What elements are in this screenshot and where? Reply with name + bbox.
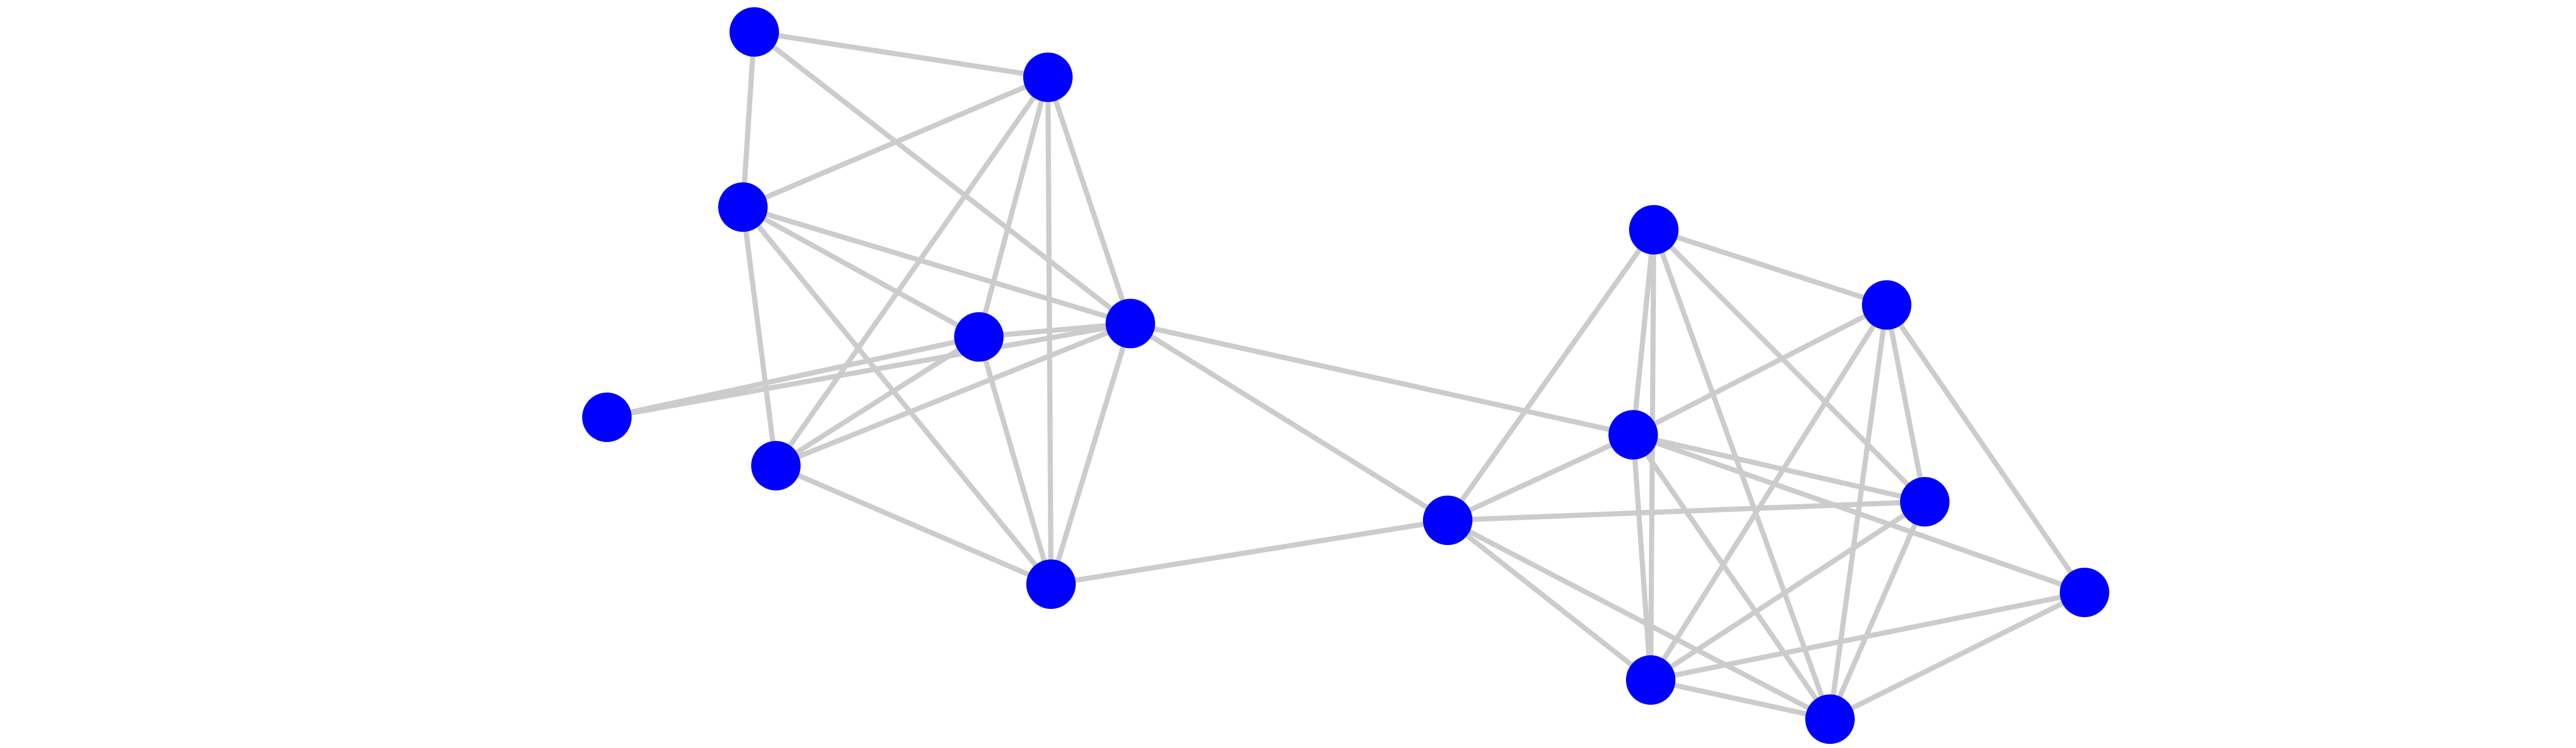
edge-n7-n8 xyxy=(1048,518,1450,587)
edge-n12-n14 xyxy=(1648,499,1927,683)
edge-n9-n12 xyxy=(1651,227,1927,504)
node-n0 xyxy=(730,7,779,57)
edge-n14-n15 xyxy=(1648,677,1833,722)
edge-n11-n14 xyxy=(1631,432,1653,683)
node-n15 xyxy=(1805,694,1855,744)
edge-n8-n9 xyxy=(1445,227,1656,523)
edge-n12-n15 xyxy=(1827,499,1927,722)
edge-n10-n13 xyxy=(1884,302,2087,595)
node-n14 xyxy=(1626,655,1675,705)
edge-n0-n4 xyxy=(752,29,1133,326)
node-n10 xyxy=(1862,280,1911,330)
edge-n8-n15 xyxy=(1445,518,1833,722)
node-n2 xyxy=(718,182,768,232)
edge-n9-n14 xyxy=(1648,227,1656,683)
edge-n10-n11 xyxy=(1631,302,1889,437)
node-n9 xyxy=(1629,205,1679,254)
edge-n0-n2 xyxy=(740,29,757,210)
edge-n2-n3 xyxy=(740,205,981,339)
node-n7 xyxy=(1026,559,1076,609)
edge-layer xyxy=(604,29,2087,722)
edge-n11-n12 xyxy=(1631,432,1927,504)
edge-n1-n3 xyxy=(976,75,1050,339)
edge-n11-n13 xyxy=(1631,432,2087,595)
edge-n4-n11 xyxy=(1128,321,1636,437)
edge-n9-n11 xyxy=(1631,227,1656,437)
edge-n2-n7 xyxy=(740,205,1054,587)
node-n8 xyxy=(1423,496,1472,545)
node-n5 xyxy=(582,393,632,442)
edge-n13-n14 xyxy=(1648,590,2087,683)
edge-n9-n10 xyxy=(1651,227,1889,308)
edge-n8-n11 xyxy=(1445,432,1636,523)
node-n3 xyxy=(954,312,1004,362)
edge-n1-n2 xyxy=(740,75,1050,210)
edge-n11-n15 xyxy=(1631,432,1833,722)
edge-n13-n15 xyxy=(1827,590,2087,722)
node-n6 xyxy=(751,441,801,490)
edge-n2-n6 xyxy=(740,205,778,468)
edge-n1-n4 xyxy=(1045,75,1133,326)
edge-n4-n5 xyxy=(604,321,1133,420)
node-layer xyxy=(582,7,2109,744)
edge-n10-n12 xyxy=(1884,302,1927,504)
node-n4 xyxy=(1106,299,1155,348)
edge-n6-n7 xyxy=(773,463,1054,587)
edge-n4-n8 xyxy=(1128,321,1450,523)
node-n1 xyxy=(1023,53,1073,102)
edge-n10-n14 xyxy=(1648,302,1889,683)
node-n11 xyxy=(1608,410,1658,460)
edge-n1-n6 xyxy=(773,75,1050,468)
edge-n0-n1 xyxy=(752,29,1050,80)
node-n13 xyxy=(2060,568,2109,617)
node-n12 xyxy=(1900,477,1950,526)
edge-n4-n7 xyxy=(1048,321,1133,587)
edge-n8-n14 xyxy=(1445,518,1653,683)
edge-n2-n4 xyxy=(740,205,1133,326)
edge-n4-n6 xyxy=(773,321,1133,468)
